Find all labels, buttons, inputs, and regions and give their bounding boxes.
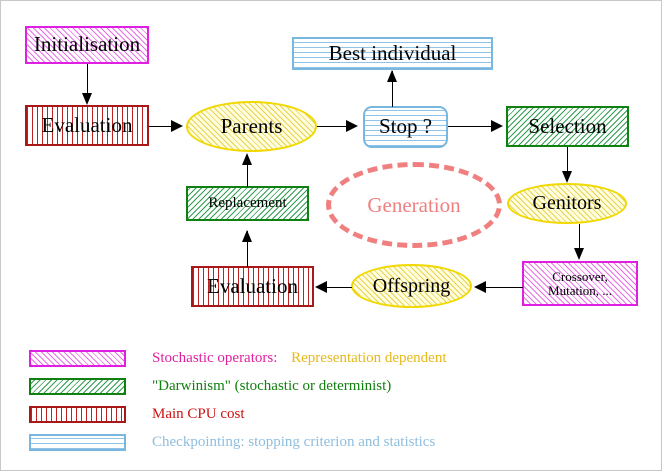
edge-evaluation-to-parents [149,126,175,127]
node-evaluation-top[interactable]: Evaluation [25,105,149,146]
node-generation-label: Generation [367,192,461,217]
legend-text-secondary: Representation dependent [291,349,447,366]
node-best-individual-label: Best individual [328,40,457,65]
legend-swatch-magenta-diagonal [29,349,126,367]
arrowhead-crossover-to-offspring [474,281,486,293]
arrowhead-offspring-to-evaluation [315,281,327,293]
edge-offspring-to-evaluation [326,287,352,288]
node-selection-label: Selection [528,113,607,138]
edge-stop-to-best-individual [392,71,393,107]
node-evaluation-bottom-label: Evaluation [207,273,298,298]
arrowhead-genitors-to-crossover [574,248,584,260]
legend-swatch-blue-horizontal [29,433,126,451]
node-initialisation-label: Initialisation [33,32,141,57]
edge-selection-to-genitors [567,147,568,173]
legend-label-checkpointing: Checkpointing: stopping criterion and st… [152,433,436,450]
node-stop[interactable]: Stop ? [363,106,448,148]
edge-stop-to-selection [448,126,492,127]
node-crossover-label-line1: Crossover, [552,269,608,285]
node-generation: Generation [326,162,502,248]
legend-label-darwinism: "Darwinism" (stochastic or determinist) [152,377,392,394]
node-evaluation-bottom[interactable]: Evaluation [191,266,314,307]
arrowhead-initialisation-to-evaluation [82,93,92,105]
edge-replacement-to-parents [247,155,248,187]
node-replacement[interactable]: Replacement [186,186,309,221]
node-selection[interactable]: Selection [506,106,629,147]
legend-swatch-green-diagonal [29,377,126,395]
node-crossover-mutation[interactable]: Crossover, Mutation, ... [522,261,638,306]
node-genitors[interactable]: Genitors [507,183,627,224]
node-initialisation[interactable]: Initialisation [25,26,149,64]
edge-crossover-to-offspring [485,287,523,288]
legend-label-main-cpu-cost: Main CPU cost [152,405,245,422]
node-offspring-label: Offspring [372,274,451,297]
edge-evaluation-to-replacement [247,231,248,267]
node-parents[interactable]: Parents [186,101,317,152]
arrowhead-replacement-to-parents [242,153,252,165]
legend-row: "Darwinism" (stochastic or determinist) [29,373,391,399]
arrowhead-selection-to-genitors [562,171,572,183]
node-evaluation-top-label: Evaluation [41,112,133,137]
edge-genitors-to-crossover [579,224,580,250]
legend-label-stochastic-operators: Stochastic operators: Representation dep… [152,350,447,367]
legend-row: Main CPU cost [29,401,245,427]
node-genitors-label: Genitors [532,192,602,215]
node-offspring[interactable]: Offspring [351,264,472,308]
legend-text-primary: Stochastic operators: [152,349,278,366]
arrowhead-stop-to-best-individual [387,70,397,82]
legend-swatch-red-vertical [29,405,126,423]
edge-parents-to-stop [317,126,347,127]
node-replacement-label: Replacement [208,194,287,211]
arrowhead-parents-to-stop [346,120,358,132]
arrowhead-stop-to-selection [491,120,503,132]
legend-row: Stochastic operators: Representation dep… [29,345,447,371]
arrowhead-evaluation-to-parents [171,120,183,132]
node-parents-label: Parents [220,113,283,138]
node-stop-label: Stop ? [378,114,433,139]
edge-initialisation-to-evaluation [87,64,88,94]
arrowhead-evaluation-to-replacement [242,230,252,242]
legend-row: Checkpointing: stopping criterion and st… [29,429,435,455]
node-crossover-label-line2: Mutation, ... [548,282,612,298]
node-best-individual[interactable]: Best individual [292,37,493,70]
